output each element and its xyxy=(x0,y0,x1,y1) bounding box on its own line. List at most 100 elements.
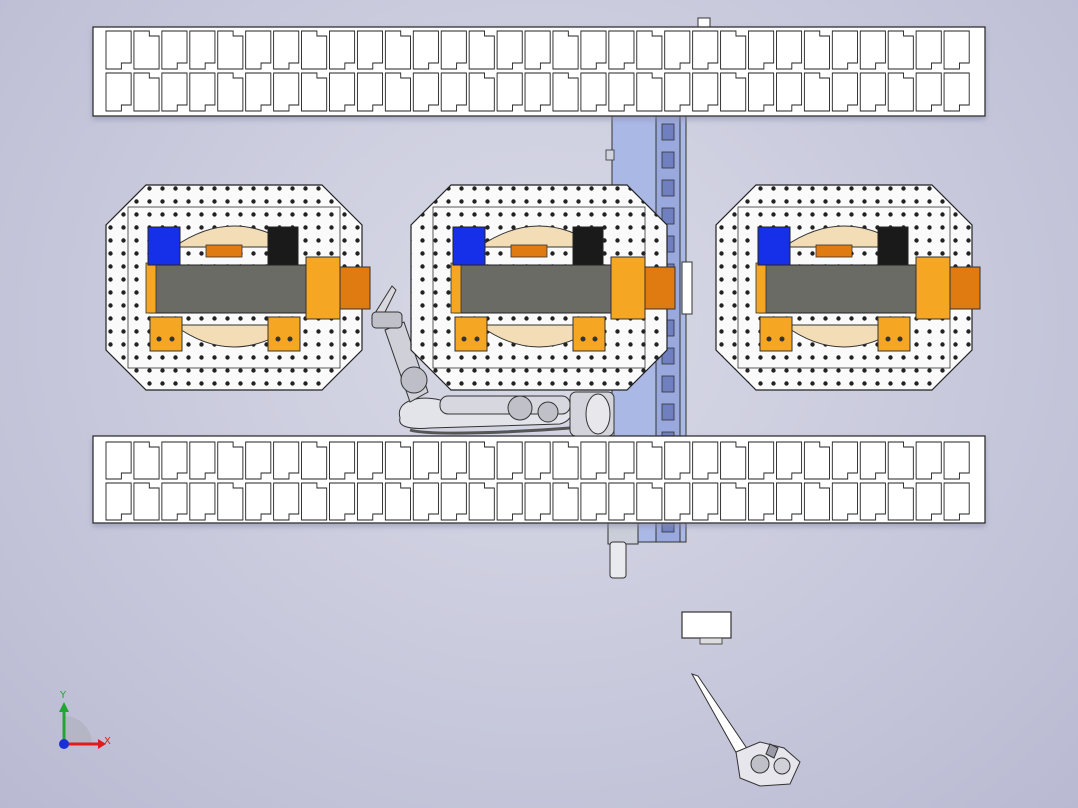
conveyor-pallet[interactable] xyxy=(273,30,300,70)
conveyor-pallet[interactable] xyxy=(245,482,272,521)
clamp-orange-left[interactable] xyxy=(454,316,488,352)
conveyor-pallet[interactable] xyxy=(468,30,495,70)
clamp-orange-right[interactable] xyxy=(572,316,606,352)
end-clamp-right[interactable] xyxy=(915,256,951,320)
conveyor-pallet[interactable] xyxy=(636,30,663,70)
conveyor-pallet[interactable] xyxy=(133,482,160,521)
clamp-blue[interactable] xyxy=(452,226,486,266)
conveyor-pallet[interactable] xyxy=(776,482,803,521)
conveyor-pallet[interactable] xyxy=(720,482,747,521)
conveyor-pallet[interactable] xyxy=(105,441,132,480)
conveyor-pallet[interactable] xyxy=(189,441,216,480)
conveyor-pallet[interactable] xyxy=(301,441,328,480)
conveyor-pallet[interactable] xyxy=(943,30,970,70)
conveyor-pallet[interactable] xyxy=(245,30,272,70)
conveyor-pallet[interactable] xyxy=(440,30,467,70)
conveyor-pallet[interactable] xyxy=(245,441,272,480)
conveyor-pallet[interactable] xyxy=(217,72,244,112)
conveyor-pallet[interactable] xyxy=(831,30,858,70)
conveyor-pallet[interactable] xyxy=(496,30,523,70)
conveyor-pallet[interactable] xyxy=(859,482,886,521)
workpiece-beam[interactable] xyxy=(454,264,626,314)
conveyor-pallet[interactable] xyxy=(552,482,579,521)
welding-robot[interactable] xyxy=(371,285,615,437)
conveyor-pallet[interactable] xyxy=(692,482,719,521)
conveyor-pallet[interactable] xyxy=(329,30,356,70)
conveyor-pallet[interactable] xyxy=(748,482,775,521)
conveyor-pallet[interactable] xyxy=(301,482,328,521)
conveyor-pallet[interactable] xyxy=(161,30,188,70)
conveyor-pallet[interactable] xyxy=(831,441,858,480)
conveyor-pallet[interactable] xyxy=(301,72,328,112)
conveyor-pallet[interactable] xyxy=(803,30,830,70)
fixture-table[interactable] xyxy=(715,184,981,391)
conveyor-pallet[interactable] xyxy=(524,30,551,70)
conveyor-pallet[interactable] xyxy=(776,441,803,480)
conveyor-pallet[interactable] xyxy=(915,30,942,70)
workpiece-beam[interactable] xyxy=(149,264,321,314)
conveyor-pallet[interactable] xyxy=(859,72,886,112)
conveyor-pallet[interactable] xyxy=(329,441,356,480)
conveyor-pallet[interactable] xyxy=(412,482,439,521)
conveyor-pallet[interactable] xyxy=(496,482,523,521)
conveyor-pallet[interactable] xyxy=(384,482,411,521)
clamp-black[interactable] xyxy=(877,226,909,266)
fixture-table[interactable] xyxy=(105,184,371,391)
conveyor-pallet[interactable] xyxy=(524,482,551,521)
clamp-orange-left[interactable] xyxy=(759,316,793,352)
conveyor-pallet[interactable] xyxy=(887,72,914,112)
conveyor-pallet[interactable] xyxy=(664,441,691,480)
conveyor-pallet[interactable] xyxy=(552,441,579,480)
conveyor-pallet[interactable] xyxy=(608,441,635,480)
conveyor-pallet[interactable] xyxy=(217,441,244,480)
conveyor-pallet[interactable] xyxy=(133,30,160,70)
clamp-black[interactable] xyxy=(267,226,299,266)
conveyor-pallet[interactable] xyxy=(384,441,411,480)
conveyor-pallet[interactable] xyxy=(831,482,858,521)
conveyor-pallet[interactable] xyxy=(859,441,886,480)
conveyor-pallet[interactable] xyxy=(412,30,439,70)
conveyor-pallet[interactable] xyxy=(273,441,300,480)
conveyor-pallet[interactable] xyxy=(105,30,132,70)
control-cabinet[interactable] xyxy=(681,611,732,645)
conveyor-pallet[interactable] xyxy=(580,72,607,112)
conveyor-pallet[interactable] xyxy=(608,72,635,112)
conveyor-pallet[interactable] xyxy=(161,72,188,112)
conveyor-pallet[interactable] xyxy=(161,482,188,521)
conveyor-pallet[interactable] xyxy=(496,72,523,112)
conveyor-pallet[interactable] xyxy=(608,30,635,70)
conveyor-pallet[interactable] xyxy=(748,30,775,70)
conveyor-pallet[interactable] xyxy=(329,72,356,112)
conveyor-pallet[interactable] xyxy=(915,482,942,521)
conveyor-pallet[interactable] xyxy=(301,30,328,70)
clamp-orange-right[interactable] xyxy=(267,316,301,352)
conveyor-pallet[interactable] xyxy=(943,482,970,521)
conveyor-pallet[interactable] xyxy=(133,441,160,480)
conveyor-pallet[interactable] xyxy=(803,482,830,521)
conveyor-pallet[interactable] xyxy=(356,441,384,480)
conveyor-pallet[interactable] xyxy=(468,72,495,112)
conveyor-pallet[interactable] xyxy=(664,72,691,112)
conveyor-pallet[interactable] xyxy=(720,72,747,112)
conveyor-pallet[interactable] xyxy=(580,482,607,521)
conveyor-pallet[interactable] xyxy=(552,72,579,112)
conveyor-pallet[interactable] xyxy=(329,482,356,521)
conveyor-pallet[interactable] xyxy=(217,30,244,70)
conveyor-pallet[interactable] xyxy=(887,30,914,70)
clamp-blue[interactable] xyxy=(757,226,791,266)
conveyor-pallet[interactable] xyxy=(356,72,384,112)
conveyor-pallet[interactable] xyxy=(803,72,830,112)
conveyor-pallet[interactable] xyxy=(720,30,747,70)
top-pallet-conveyor[interactable] xyxy=(92,26,986,117)
conveyor-pallet[interactable] xyxy=(468,441,495,480)
conveyor-pallet[interactable] xyxy=(412,72,439,112)
clamp-orange-right[interactable] xyxy=(877,316,911,352)
conveyor-pallet[interactable] xyxy=(440,72,467,112)
end-clamp-right[interactable] xyxy=(610,256,646,320)
conveyor-pallet[interactable] xyxy=(915,72,942,112)
conveyor-pallet[interactable] xyxy=(552,30,579,70)
conveyor-pallet[interactable] xyxy=(468,482,495,521)
conveyor-pallet[interactable] xyxy=(776,72,803,112)
conveyor-pallet[interactable] xyxy=(105,482,132,521)
conveyor-pallet[interactable] xyxy=(776,30,803,70)
